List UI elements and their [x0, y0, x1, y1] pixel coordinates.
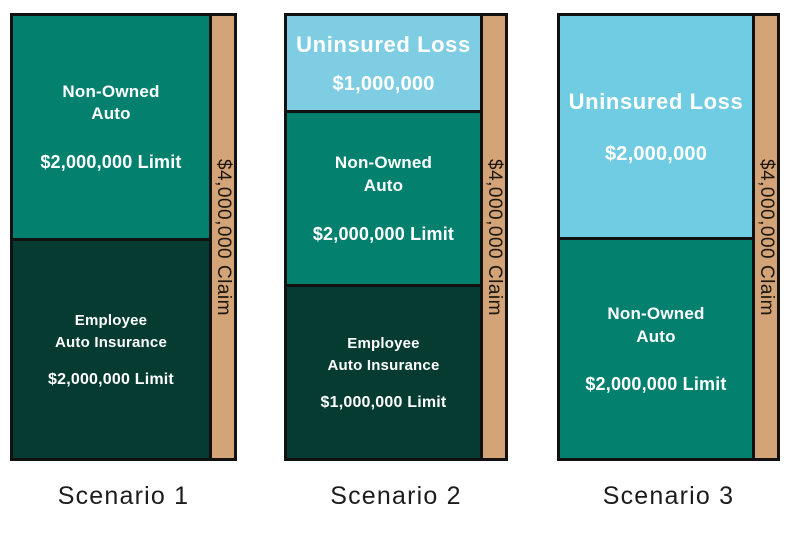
scenario-1-group: Non-Owned Auto $2,000,000 Limit Employee… — [10, 13, 237, 511]
scenario-2-box: Uninsured Loss $1,000,000 Non-Owned Auto… — [284, 13, 508, 461]
scenario-3-group: Uninsured Loss $2,000,000 Non-Owned Auto… — [557, 13, 780, 511]
scenario-1-box: Non-Owned Auto $2,000,000 Limit Employee… — [10, 13, 237, 461]
scenario-3-caption: Scenario 3 — [602, 482, 735, 510]
claim-label: $4,000,000 Claim — [484, 158, 505, 316]
segment-title-line1: Employee — [347, 335, 420, 353]
segment-title: Employee Auto Insurance — [55, 310, 167, 354]
segment-title: Uninsured Loss — [569, 87, 744, 117]
segment-title-line1: Non-Owned — [607, 303, 705, 323]
segment-title: Non-Owned Auto — [62, 81, 159, 127]
segment-amount: $2,000,000 Limit — [48, 370, 174, 388]
claim-bar: $4,000,000 Claim — [480, 16, 505, 458]
segment-title-line2: Auto — [91, 104, 131, 124]
segment-title: Uninsured Loss — [296, 30, 471, 60]
segment-non-owned-auto: Non-Owned Auto $2,000,000 Limit — [560, 237, 752, 458]
scenario-2-group: Uninsured Loss $1,000,000 Non-Owned Auto… — [284, 13, 508, 511]
segment-title-line2: Auto Insurance — [327, 356, 440, 374]
segment-uninsured-loss: Uninsured Loss $2,000,000 — [560, 16, 752, 237]
scenario-1-stack: Non-Owned Auto $2,000,000 Limit Employee… — [13, 16, 209, 458]
segment-amount: $2,000,000 Limit — [40, 152, 182, 173]
segment-title-line1: Non-Owned — [62, 81, 160, 101]
segment-amount: $1,000,000 Limit — [320, 393, 447, 411]
segment-title-line1: Uninsured Loss — [568, 89, 744, 115]
segment-title: Employee Auto Insurance — [328, 333, 440, 377]
claim-bar: $4,000,000 Claim — [209, 16, 234, 458]
claim-label: $4,000,000 Claim — [756, 158, 777, 316]
segment-title-line2: Auto — [363, 175, 404, 195]
segment-uninsured-loss: Uninsured Loss $1,000,000 — [287, 16, 480, 110]
claim-bar: $4,000,000 Claim — [752, 16, 777, 458]
claim-label: $4,000,000 Claim — [213, 158, 234, 316]
scenario-3-stack: Uninsured Loss $2,000,000 Non-Owned Auto… — [560, 16, 752, 458]
segment-employee-auto-insurance: Employee Auto Insurance $2,000,000 Limit — [13, 237, 209, 458]
segment-amount: $2,000,000 — [604, 142, 708, 165]
scenario-1-caption: Scenario 1 — [57, 482, 190, 510]
segment-amount: $1,000,000 — [332, 73, 435, 96]
scenario-2-stack: Uninsured Loss $1,000,000 Non-Owned Auto… — [287, 16, 480, 458]
segment-non-owned-auto: Non-Owned Auto $2,000,000 Limit — [287, 109, 480, 284]
segment-title-line2: Auto Insurance — [55, 333, 167, 351]
segment-title-line2: Auto — [636, 326, 676, 346]
segment-amount: $2,000,000 Limit — [312, 223, 455, 244]
segment-non-owned-auto: Non-Owned Auto $2,000,000 Limit — [13, 16, 209, 238]
segment-employee-auto-insurance: Employee Auto Insurance $1,000,000 Limit — [287, 283, 480, 458]
segment-title-line1: Uninsured Loss — [296, 31, 471, 57]
segment-amount: $2,000,000 Limit — [585, 374, 727, 395]
segment-title-line1: Non-Owned — [334, 152, 433, 172]
segment-title-line1: Employee — [74, 312, 148, 330]
segment-title: Non-Owned Auto — [607, 303, 704, 349]
scenario-3-box: Uninsured Loss $2,000,000 Non-Owned Auto… — [557, 13, 780, 461]
scenario-2-caption: Scenario 2 — [330, 482, 462, 510]
segment-title: Non-Owned Auto — [335, 152, 432, 198]
